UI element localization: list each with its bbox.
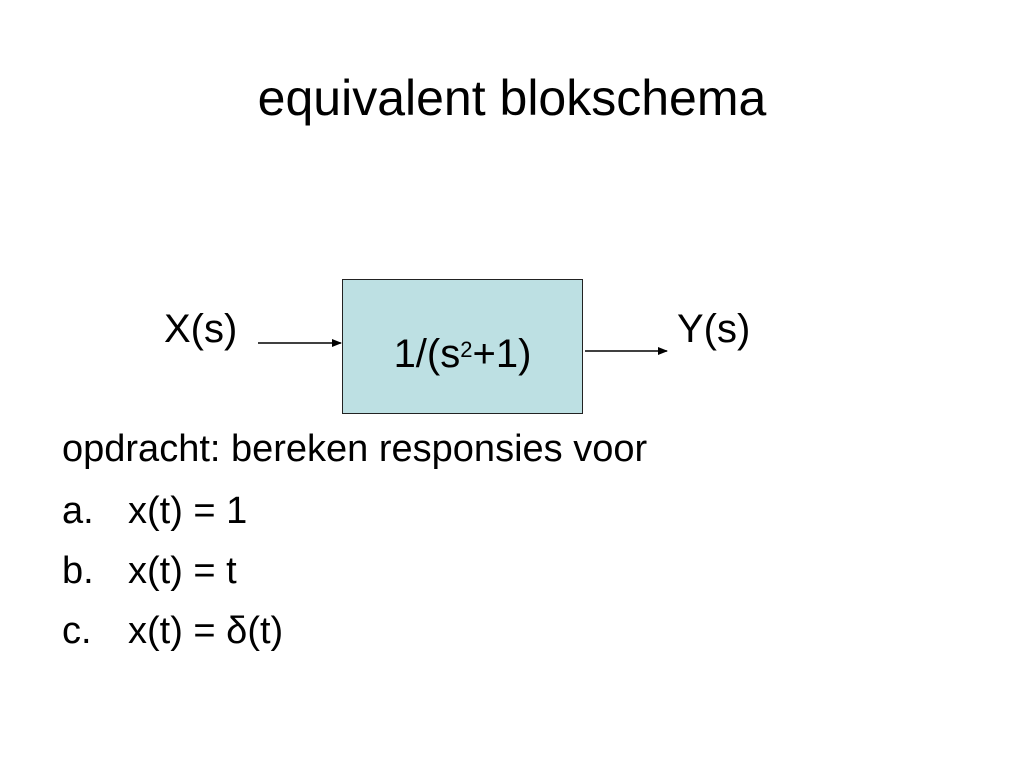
transfer-function-text: 1/(s2+1): [343, 330, 582, 378]
transfer-function-suffix: +1): [472, 332, 532, 376]
input-signal-label: X(s): [164, 307, 238, 351]
list-item-text: x(t) = δ(t): [128, 610, 284, 652]
transfer-function-block: 1/(s2+1): [342, 279, 583, 414]
assignment-intro: opdracht: bereken responsies voor: [62, 428, 648, 470]
slide-title: equivalent blokschema: [257, 70, 767, 126]
transfer-function-prefix: 1/(s: [393, 332, 461, 376]
list-marker: b.: [62, 550, 94, 592]
transfer-function-exponent: 2: [460, 337, 473, 362]
list-marker: a.: [62, 490, 94, 532]
output-signal-label: Y(s): [677, 307, 751, 351]
list-item-text: x(t) = 1: [128, 490, 248, 532]
list-item-text: x(t) = t: [128, 550, 237, 592]
list-marker: c.: [62, 610, 92, 652]
